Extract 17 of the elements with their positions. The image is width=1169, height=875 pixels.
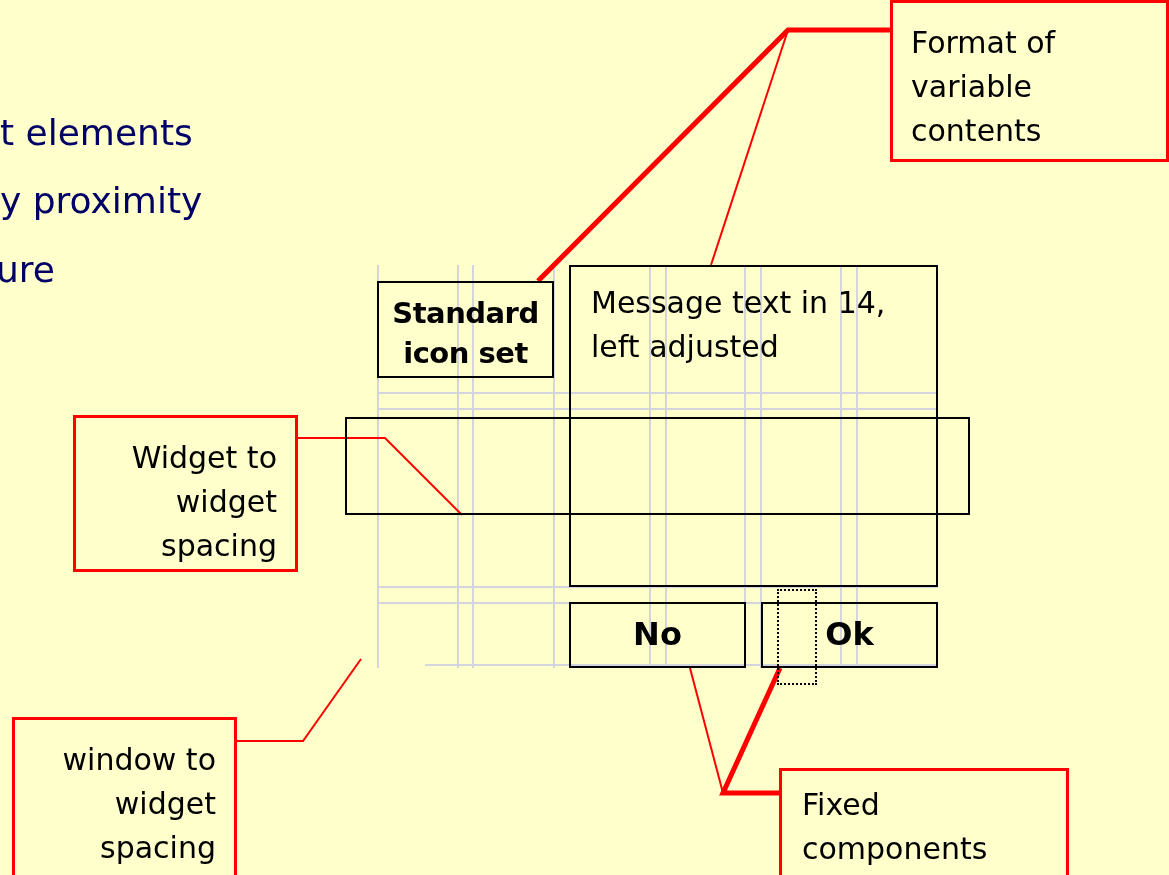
callout-box: Widget to widget spacing — [73, 415, 298, 572]
leader-line — [719, 666, 783, 796]
leader-line — [710, 29, 891, 266]
button: No — [569, 602, 746, 668]
bullet-text-fragment: y proximity — [0, 183, 203, 219]
callout-box: Fixed components — [779, 768, 1069, 875]
leader-line — [297, 437, 463, 516]
bullet-text-fragment: t elements — [0, 115, 193, 151]
empty-box — [345, 417, 970, 515]
leader-line — [536, 27, 890, 283]
icon-set-box: Standard icon set — [377, 281, 554, 378]
leader-line — [236, 658, 362, 742]
spacing-marker — [777, 589, 817, 685]
button: Ok — [761, 602, 938, 668]
message-area: Message text in 14, left adjusted — [569, 265, 938, 587]
callout-box: Format of variable contents — [890, 0, 1169, 162]
callout-box: window to widget spacing — [12, 717, 237, 875]
